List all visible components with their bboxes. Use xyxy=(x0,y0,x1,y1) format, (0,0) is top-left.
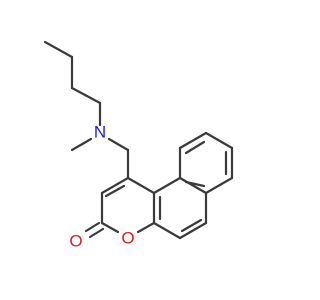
atom-label-ring-oxygen: O xyxy=(121,229,134,248)
structure-drawing: N O O xyxy=(43,40,234,251)
bond-butyl-1 xyxy=(43,40,74,59)
bond-c10b-c1 xyxy=(126,176,156,195)
bond-c10b-c10a xyxy=(152,176,182,195)
atom-label-carbonyl-oxygen: O xyxy=(69,232,82,251)
bond-c6a-c10a xyxy=(178,176,208,195)
bond-c10-c9-inner xyxy=(184,140,206,155)
bond-carbonyl-b xyxy=(88,227,105,239)
bond-c5-c6-inner xyxy=(180,218,203,233)
bond-carbonyl-a xyxy=(84,221,101,233)
bond-butyl-3 xyxy=(70,86,102,105)
bond-c10a-c6a-inner xyxy=(184,180,206,188)
bond-c1-c2 xyxy=(100,176,130,195)
bond-o-ring-c4a xyxy=(136,221,156,234)
bond-c5-c6 xyxy=(178,221,208,240)
molecule-diagram: N O O xyxy=(43,40,234,251)
atom-label-nitrogen: N xyxy=(94,123,106,142)
bond-n-ch2 xyxy=(107,137,130,152)
bond-c9-c8 xyxy=(204,131,234,150)
bond-c3-o-ring xyxy=(100,221,120,234)
bond-c7-c6a xyxy=(204,176,234,195)
bond-c4a-c5 xyxy=(152,221,182,240)
bond-c1-c2-inner xyxy=(104,184,126,198)
bond-n-methyl xyxy=(70,137,93,152)
bond-c10-c9 xyxy=(178,131,208,150)
